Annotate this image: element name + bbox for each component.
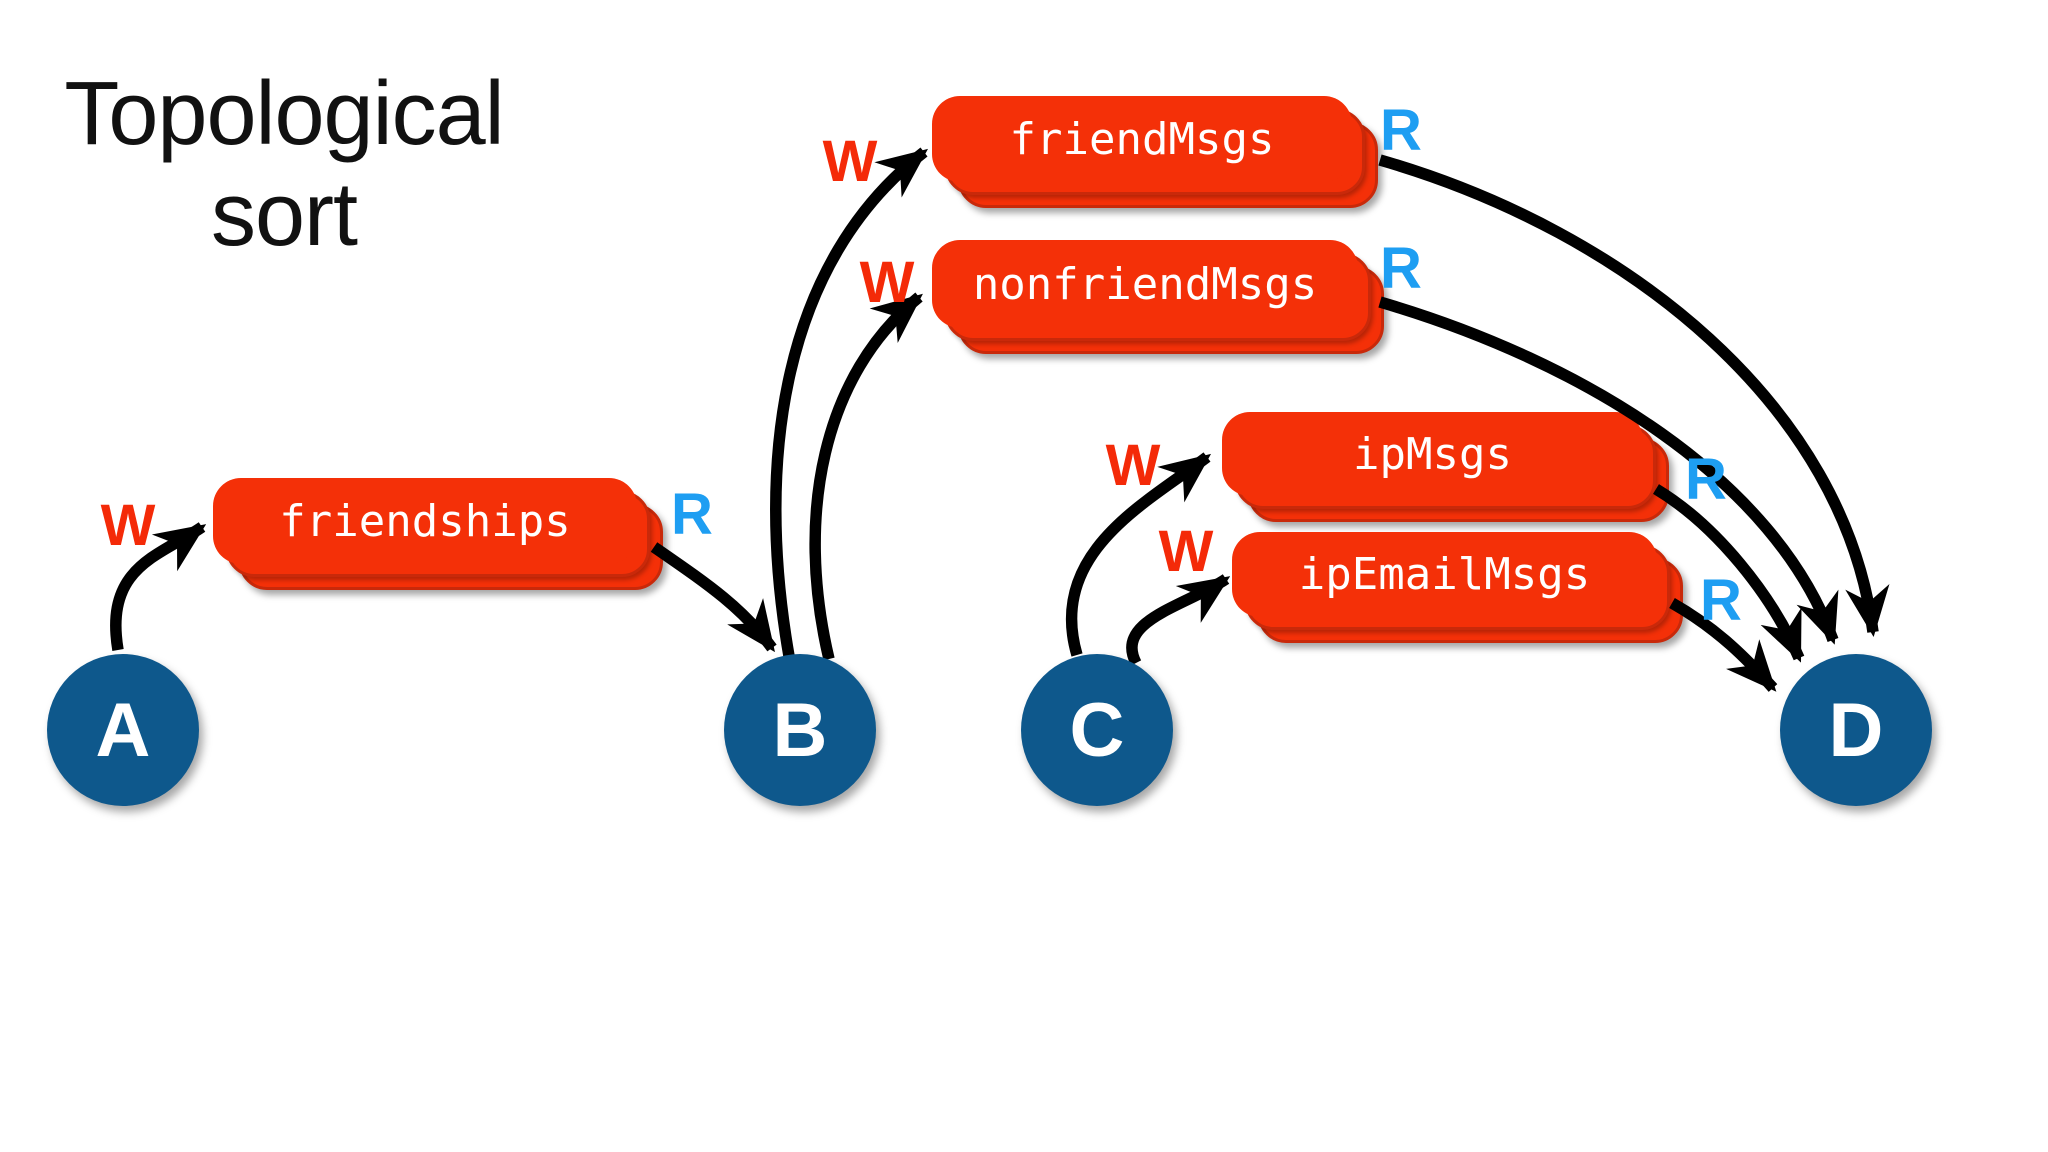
store-friendmsgs: friendMsgs (932, 96, 1378, 208)
edge-label-read-friendmsgs-d: R (1380, 98, 1422, 163)
store-label: ipMsgs (1222, 412, 1643, 496)
edge-label-read-ipmsgs-d: R (1685, 447, 1727, 512)
edge-arrow-friendships-read-b (650, 542, 777, 653)
edge-arrow-ipmsgs-read-d (1653, 484, 1805, 663)
store-friendships: friendships (213, 478, 663, 590)
store-label: friendMsgs (932, 96, 1352, 182)
edge-arrow-c-write-ipemailmsgs (1126, 574, 1231, 666)
edge-label-read-ipemailmsgs-d: R (1700, 568, 1742, 633)
edge-label-read-nonfriendmsgs-d: R (1380, 236, 1422, 301)
node-b: B (724, 654, 876, 806)
store-nonfriendmsgs: nonfriendMsgs (932, 240, 1384, 354)
store-label: nonfriendMsgs (932, 240, 1358, 328)
edge-label-write-a-friendships: W (100, 493, 156, 558)
edge-arrow-a-write-friendships (110, 522, 207, 651)
edge-arrow-b-write-friendmsgs (770, 147, 928, 657)
slide-title-line2: sort (210, 165, 358, 265)
store-ipmsgs: ipMsgs (1222, 412, 1669, 522)
node-a: A (47, 654, 199, 806)
node-c: C (1021, 654, 1173, 806)
edge-label-write-c-ipmsgs: W (1105, 433, 1161, 498)
store-label: friendships (213, 478, 637, 564)
edge-label-write-c-ipemailmsgs: W (1158, 519, 1214, 584)
edge-label-write-b-friendmsgs: W (822, 129, 878, 194)
edge-arrow-b-write-nonfriendmsgs (809, 292, 923, 661)
slide-title: Topological sort (34, 64, 534, 266)
edge-arrow-friendmsgs-read-d (1378, 154, 1890, 638)
edge-label-write-b-nonfriendmsgs: W (859, 250, 915, 315)
edge-label-read-friendships-b: R (671, 482, 713, 547)
slide-title-line1: Topological (64, 64, 504, 164)
edge-arrow-nonfriendmsgs-read-d (1378, 296, 1839, 645)
edge-arrow-c-write-ipmsgs (1065, 452, 1212, 657)
edge-arrow-ipemailmsgs-read-d (1669, 597, 1778, 692)
store-ipemailmsgs: ipEmailMsgs (1232, 532, 1683, 643)
node-d: D (1780, 654, 1932, 806)
store-label: ipEmailMsgs (1232, 532, 1657, 617)
